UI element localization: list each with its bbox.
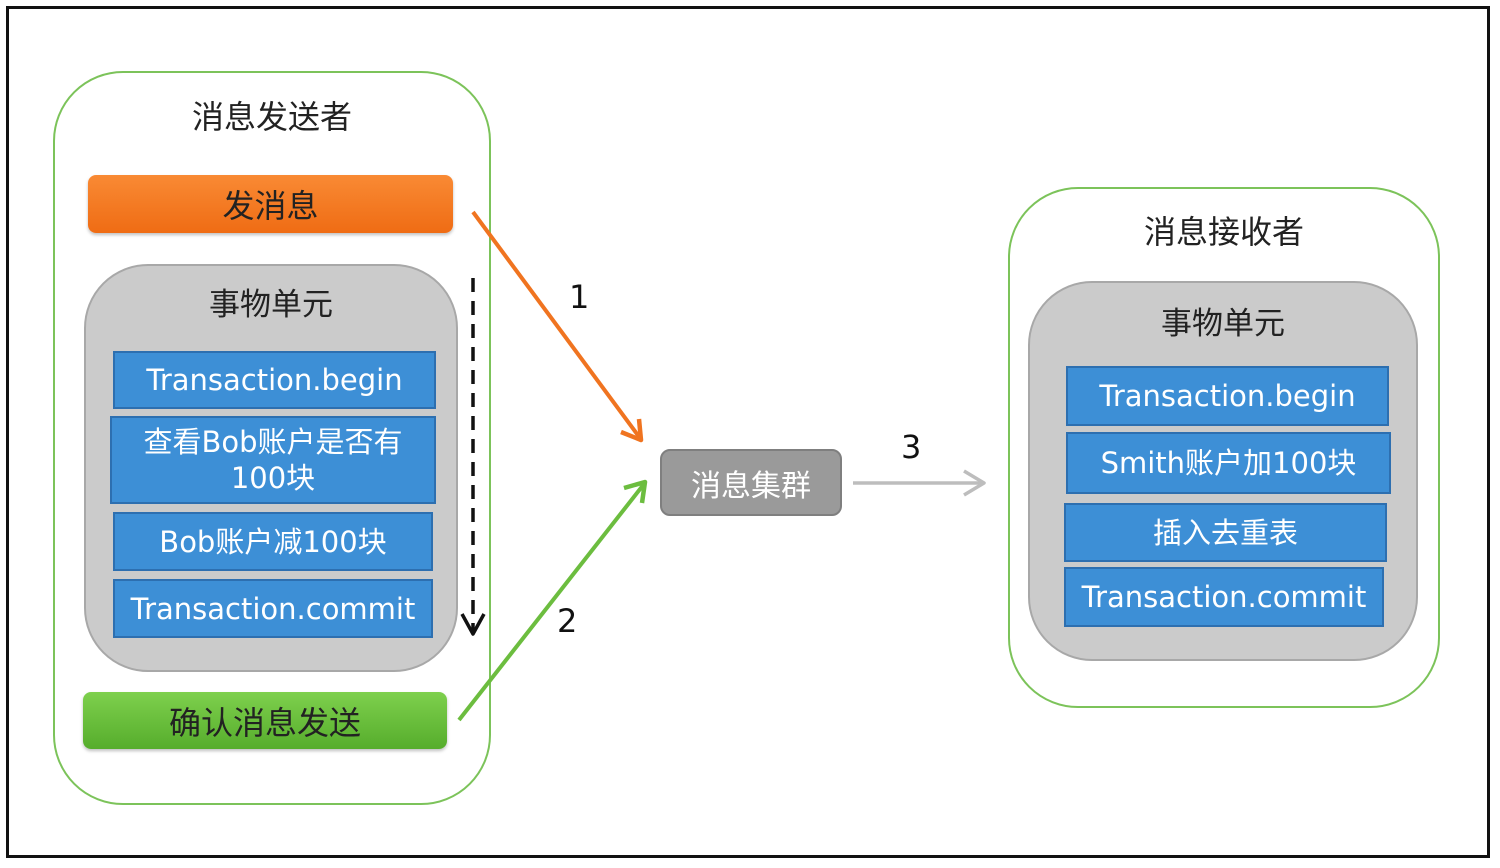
transaction-flow-dashed-arrow <box>460 278 486 636</box>
send-message-button[interactable]: 发消息 <box>88 175 453 233</box>
receiver-unit-title: 事物单元 <box>1161 306 1285 342</box>
receiver-step-credit: Smith账户加100块 <box>1066 432 1391 494</box>
deliver-arrow <box>853 469 986 497</box>
sender-title: 消息发送者 <box>191 98 352 136</box>
receiver-title: 消息接收者 <box>1143 213 1304 251</box>
sender-step-transaction-begin: Transaction.begin <box>113 351 436 409</box>
sender-step-check-balance-line1: 查看Bob账户是否有 <box>143 425 403 459</box>
arrow-number-3: 3 <box>901 428 922 466</box>
receiver-step-transaction-begin: Transaction.begin <box>1066 366 1389 426</box>
arrow-number-1: 1 <box>569 278 590 316</box>
sender-unit-title: 事物单元 <box>209 287 333 323</box>
message-cluster: 消息集群 <box>660 449 842 516</box>
receiver-step-insert-dedup-table: 插入去重表 <box>1064 503 1387 562</box>
sender-step-check-balance: 查看Bob账户是否有 100块 <box>110 416 436 504</box>
sender-step-check-balance-line2: 100块 <box>230 461 316 495</box>
arrow-number-2: 2 <box>557 602 578 640</box>
sender-step-transaction-commit: Transaction.commit <box>113 579 433 638</box>
confirm-send-button[interactable]: 确认消息发送 <box>83 692 447 749</box>
confirm-arrow <box>457 479 648 722</box>
sender-step-debit: Bob账户减100块 <box>113 512 433 571</box>
send-arrow <box>471 210 644 443</box>
receiver-step-transaction-commit: Transaction.commit <box>1064 567 1384 627</box>
